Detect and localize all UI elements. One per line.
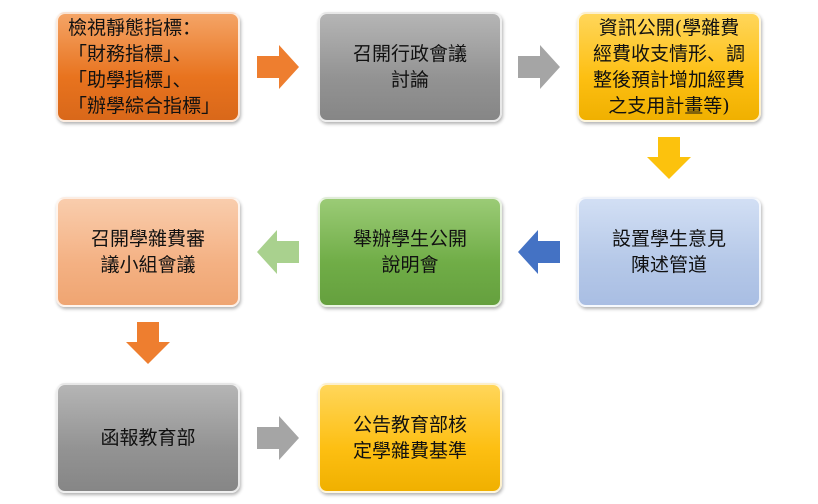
arrow-right-icon (257, 45, 299, 89)
step-1-review-indicators: 檢視靜態指標： 「財務指標」、 「助學指標」、 「辦學綜合指標」 (56, 12, 240, 122)
step-3-info-disclosure: 資訊公開(學雜費 經費收支情形、調 整後預計增加經費 之支用計畫等) (577, 12, 761, 122)
step-5-student-briefing: 舉辦學生公開 說明會 (318, 197, 502, 307)
step-8-announce-standard: 公告教育部核 定學雜費基準 (318, 383, 502, 493)
arrow-down-icon (647, 137, 691, 179)
arrow-right-icon (257, 416, 299, 460)
arrow-down-icon (126, 322, 170, 364)
step-4-student-feedback: 設置學生意見 陳述管道 (577, 197, 761, 307)
arrow-left-icon (518, 230, 560, 274)
arrow-right-icon (518, 45, 560, 89)
arrow-left-icon (257, 230, 299, 274)
step-6-fee-review-meeting: 召開學雜費審 議小組會議 (56, 197, 240, 307)
step-7-report-ministry: 函報教育部 (56, 383, 240, 493)
step-2-admin-meeting: 召開行政會議 討論 (318, 12, 502, 122)
